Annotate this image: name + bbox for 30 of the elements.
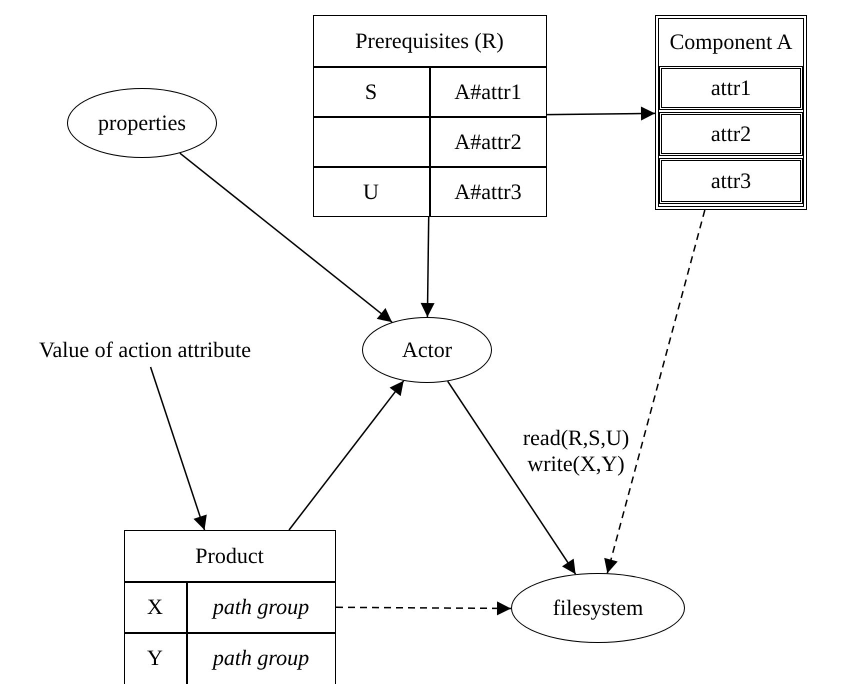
table-header-text: Prerequisites (R) <box>354 26 505 55</box>
record-field-text: attr3 <box>659 158 803 204</box>
node-text: Value of action attribute <box>39 337 251 363</box>
table-cell-text: path group <box>210 593 310 621</box>
table-header-text: Component A <box>668 28 794 56</box>
table-cell-text: path group <box>210 644 310 672</box>
arrow <box>420 216 435 317</box>
arrow <box>150 366 207 530</box>
ellipse-node: filesystem <box>511 573 685 643</box>
record-field-text: attr2 <box>659 112 803 156</box>
ellipse-node: properties <box>67 88 217 158</box>
table-cell-text: A#attr1 <box>453 78 523 106</box>
arrow <box>288 380 404 530</box>
table-node <box>124 530 336 684</box>
table-cell-text: A#attr2 <box>453 128 523 156</box>
table-node <box>655 15 807 210</box>
arrow <box>179 152 393 323</box>
arrow <box>604 210 706 574</box>
table-cell-text: A#attr3 <box>453 178 523 206</box>
table-cell-text: X <box>146 593 164 621</box>
table-cell-text: U <box>362 178 380 206</box>
arrow <box>336 601 512 616</box>
arrow <box>447 380 576 575</box>
ellipse-node: Actor <box>362 317 492 383</box>
table-cell-text: S <box>364 78 378 106</box>
table-cell-text: Y <box>146 644 164 672</box>
table-node <box>313 15 547 217</box>
record-field-text: attr1 <box>659 66 803 110</box>
table-header-text: Product <box>194 542 265 570</box>
arrow <box>547 106 655 121</box>
